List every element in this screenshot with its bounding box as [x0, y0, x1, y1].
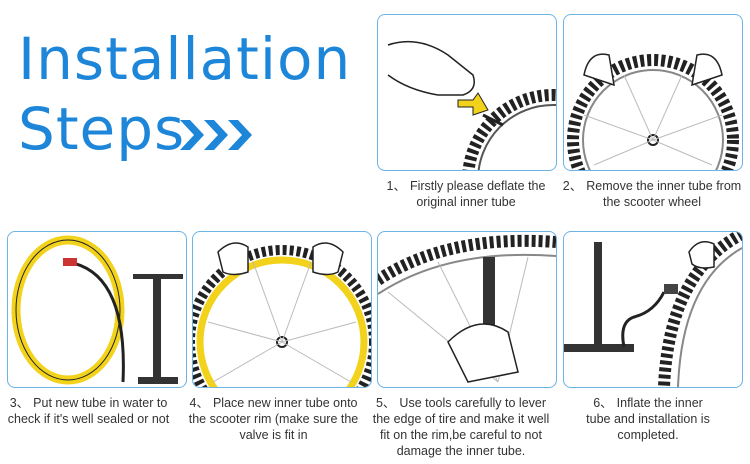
step-5-caption: 5、Use tools carefully to lever the edge …: [372, 396, 550, 458]
heading-steps: Steps: [18, 95, 186, 163]
step-4-caption: 4、Place new inner tube onto the scooter …: [188, 396, 359, 442]
step-3-caption: 3、Put new tube in water to check if it's…: [7, 396, 170, 426]
step-5-image: [377, 231, 557, 388]
step-6-caption: 6、Inflate the inner tube and installatio…: [586, 396, 710, 442]
step-1-image: [377, 14, 557, 171]
step-2-caption: 2、Remove the inner tube from the scooter…: [562, 179, 742, 209]
step-6-image: [563, 231, 743, 388]
step-1-caption: 1、Firstly please deflate the original in…: [386, 179, 546, 209]
heading-installation: Installation: [18, 25, 352, 93]
step-2-image: [563, 14, 743, 171]
chevrons-icon: [180, 120, 252, 150]
step-3-image: [7, 231, 187, 388]
step-4-image: [192, 231, 372, 388]
